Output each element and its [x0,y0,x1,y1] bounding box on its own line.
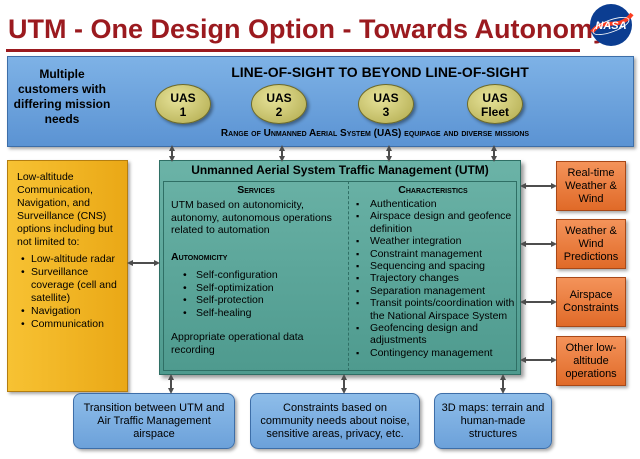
uas-sub: 2 [275,105,283,119]
characteristics-list: Authentication Airspace design and geofe… [356,198,516,360]
list-item: Authentication [356,198,516,211]
uas-label: UAS [482,91,508,105]
top-band [7,56,634,147]
box-label: Real-time Weather & Wind [565,166,617,205]
column-divider [348,181,349,371]
list-item: Separation management [356,285,516,298]
box-label: Transition between UTM and Air Traffic M… [83,401,225,440]
list-item: Communication [17,318,121,331]
autonomicity-heading: Autonomicity [171,250,228,263]
3d-maps-box: 3D maps: terrain and human-made structur… [434,393,552,449]
box-label: Airspace Constraints [563,289,619,314]
utm-inner-panel [163,181,517,371]
list-item: Self-healing [171,307,345,320]
title-underline [6,49,580,52]
uas-node-3: UAS 3 [358,84,414,124]
los-heading: LINE-OF-SIGHT TO BEYOND LINE-OF-SIGHT [231,64,529,80]
list-item: Transit points/coordination with the Nat… [356,297,516,322]
weather-predictions-box: Weather & Wind Predictions [556,219,626,269]
nasa-logo: NASA [590,4,634,46]
uas-sub: Fleet [480,105,509,119]
list-item: Self-optimization [171,282,345,295]
list-item: Navigation [17,305,121,318]
list-item: Low-altitude radar [17,253,121,266]
page-title: UTM - One Design Option - Towards Autono… [8,14,608,44]
list-item: Self-configuration [171,269,345,282]
services-intro: UTM based on autonomicity, autonomy, aut… [171,199,332,236]
list-item: Airspace design and geofence definition [356,210,516,235]
cns-list: Low-altitude radar Surveillance coverage… [17,253,121,331]
uas-range-caption: Range of Unmanned Aerial System (UAS) eq… [220,128,530,139]
list-item: Geofencing design and adjustments [356,322,516,347]
customers-text: Multiple customers with differing missio… [13,67,111,126]
list-item: Contingency management [356,347,516,360]
utm-title: Unmanned Aerial System Traffic Managemen… [191,163,489,177]
box-label: Constraints based on community needs abo… [260,401,410,440]
realtime-weather-box: Real-time Weather & Wind [556,161,626,211]
uas-label: UAS [373,91,399,105]
cns-options-box: Low-altitude Communication, Navigation, … [7,160,128,392]
list-item: Weather integration [356,235,516,248]
list-item: Sequencing and spacing [356,260,516,273]
characteristics-heading: Characteristics [398,184,468,196]
uas-sub: 1 [179,105,187,119]
list-item: Constraint management [356,248,516,261]
uas-node-2: UAS 2 [251,84,307,124]
autonomicity-list: Self-configuration Self-optimization Sel… [171,269,345,319]
uas-node-fleet: UAS Fleet [467,84,523,124]
list-item: Self-protection [171,294,345,307]
uas-node-1: UAS 1 [155,84,211,124]
uas-label: UAS [170,91,196,105]
list-item: Trajectory changes [356,272,516,285]
airspace-constraints-box: Airspace Constraints [556,277,626,327]
uas-label: UAS [266,91,292,105]
services-heading: Services [237,184,275,196]
services-column: UTM based on autonomicity, autonomy, aut… [171,199,345,356]
logo-text: NASA [595,20,626,32]
box-label: Weather & Wind Predictions [563,224,619,263]
uas-sub: 3 [382,105,390,119]
list-item: Surveillance coverage (cell and satellit… [17,266,121,305]
recording-text: Appropriate operational data recording [171,331,304,356]
cns-intro: Low-altitude Communication, Navigation, … [17,171,113,248]
atm-transition-box: Transition between UTM and Air Traffic M… [73,393,235,449]
community-constraints-box: Constraints based on community needs abo… [250,393,420,449]
box-label: 3D maps: terrain and human-made structur… [441,401,545,440]
other-operations-box: Other low-altitude operations [556,336,626,386]
box-label: Other low-altitude operations [565,341,617,380]
